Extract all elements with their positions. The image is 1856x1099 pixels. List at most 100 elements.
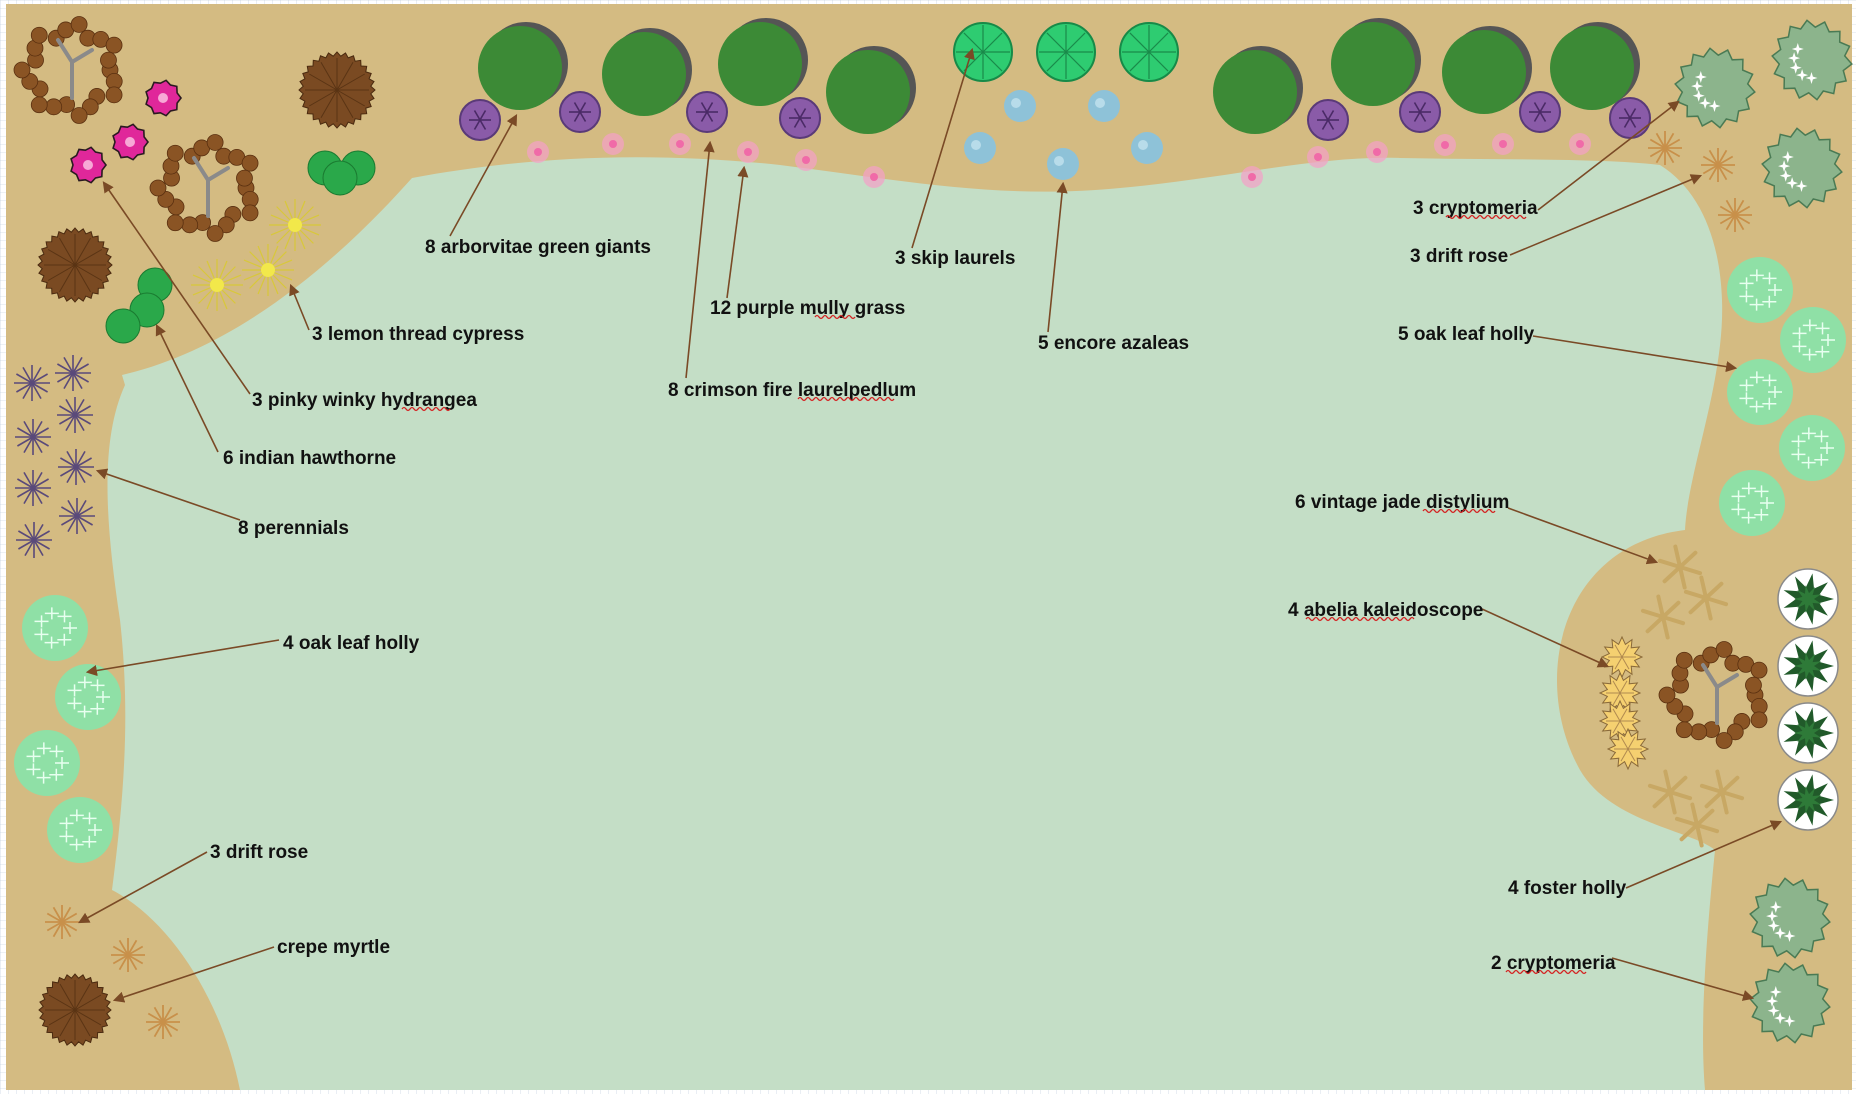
crimson-fire-plant <box>1569 133 1591 155</box>
foster-holly <box>1777 568 1839 630</box>
label-drift-rose-left: 3 drift rose <box>210 842 308 863</box>
arborvitae-tree <box>1550 22 1640 110</box>
arborvitae-tree <box>602 28 692 116</box>
perennial <box>14 365 50 401</box>
encore-azalea <box>1131 132 1163 164</box>
label-vintage-jade-distylium: 6 vintage jade distylium <box>1295 492 1509 513</box>
foster-holly <box>1777 769 1839 831</box>
drift-rose <box>1648 131 1682 165</box>
foster-holly <box>1777 635 1839 697</box>
encore-azalea <box>964 132 996 164</box>
label-lemon-thread-cypress: 3 lemon thread cypress <box>312 324 524 345</box>
deciduous-tree <box>149 134 259 242</box>
arrow-abelia <box>1481 608 1610 668</box>
perennial <box>57 397 93 433</box>
label-indian-hawthorne: 6 indian hawthorne <box>223 448 396 469</box>
label-oak-leaf-holly-right: 5 oak leaf holly <box>1398 324 1535 345</box>
crimson-fire-plant <box>1307 146 1329 168</box>
arrow-foster <box>1625 820 1783 889</box>
purple-mully-grass <box>1609 97 1651 139</box>
arborvitae-tree <box>1442 26 1532 114</box>
crimson-fire-plant <box>1434 134 1456 156</box>
label-purple-mully-grass: 12 purple mully grass <box>710 298 905 319</box>
indian-hawthorne <box>322 160 358 196</box>
vintage-jade-distylium <box>1647 769 1693 815</box>
cryptomeria <box>1674 47 1756 129</box>
purple-mully-grass <box>1519 91 1561 133</box>
lemon-thread-cypress <box>191 259 243 311</box>
drift-rose <box>1701 148 1735 182</box>
perennial <box>15 419 51 455</box>
label-arborvitae: 8 arborvitae green giants <box>425 237 651 258</box>
label-oak-leaf-holly-left: 4 oak leaf holly <box>283 633 420 654</box>
oak-leaf-holly <box>1719 470 1785 536</box>
perennial <box>59 498 95 534</box>
arrow-distylium <box>1507 507 1659 565</box>
skip-laurel <box>1036 22 1096 82</box>
arrow-oak-leaf-right <box>1532 335 1738 373</box>
oak-leaf-holly <box>1727 257 1793 323</box>
oak-leaf-holly <box>22 595 88 661</box>
arrow-cryptomeria-top <box>1537 100 1680 211</box>
arrow-mully <box>726 165 749 299</box>
label-skip-laurels: 3 skip laurels <box>895 248 1015 269</box>
deciduous-tree <box>1658 641 1768 749</box>
vintage-jade-distylium <box>1699 769 1745 815</box>
label-cryptomeria-top: 3 cryptomeria <box>1413 198 1538 219</box>
arrow-crepe <box>112 946 275 1003</box>
label-crimson-fire: 8 crimson fire laurelpedlum <box>668 380 916 401</box>
crepe-myrtle <box>38 973 112 1047</box>
cryptomeria <box>1761 127 1843 209</box>
oak-leaf-holly <box>55 664 121 730</box>
drift-rose <box>146 1005 180 1039</box>
oak-leaf-holly <box>1727 359 1793 425</box>
encore-azalea <box>1004 90 1036 122</box>
vintage-jade-distylium <box>1683 575 1729 621</box>
abelia-kaleidoscope <box>1600 635 1644 679</box>
lawn-area <box>107 157 1723 1091</box>
abelia-kaleidoscope <box>1606 727 1650 771</box>
arrow-hawthorne <box>155 323 219 453</box>
label-pinky-winky-hydrangea: 3 pinky winky hydrangea <box>252 390 477 411</box>
encore-azalea <box>1088 90 1120 122</box>
abelia-kaleidoscope <box>1598 699 1642 743</box>
arrow-encore <box>1047 181 1068 333</box>
vintage-jade-distylium <box>1657 544 1703 590</box>
crimson-fire-plant <box>1366 141 1388 163</box>
arrow-crimson <box>685 140 715 379</box>
vintage-jade-distylium <box>1674 802 1720 848</box>
drift-rose <box>1718 198 1752 232</box>
arrow-arborvitae <box>449 114 518 237</box>
foster-holly <box>1777 702 1839 764</box>
encore-azalea <box>1047 148 1079 180</box>
purple-mully-grass <box>459 99 501 141</box>
label-abelia-kaleidoscope: 4 abelia kaleidoscope <box>1288 600 1483 621</box>
perennial <box>58 449 94 485</box>
arrow-hydrangea <box>102 181 251 395</box>
arrow-perennials <box>95 468 241 521</box>
lemon-thread-cypress <box>242 244 294 296</box>
purple-mully-grass <box>686 91 728 133</box>
purple-mully-grass <box>559 91 601 133</box>
cryptomeria <box>1749 877 1831 959</box>
arborvitae-tree <box>718 18 808 106</box>
plants-layer <box>13 16 1853 1047</box>
abelia-kaleidoscope <box>1598 671 1642 715</box>
crimson-fire-plant <box>863 166 885 188</box>
crimson-fire-plant <box>1492 133 1514 155</box>
arrow-cryptomeria-bottom <box>1611 957 1755 1001</box>
oak-leaf-holly <box>14 730 80 796</box>
label-encore-azaleas: 5 encore azaleas <box>1038 333 1189 354</box>
crimson-fire-plant <box>669 133 691 155</box>
arrow-skip-laurels <box>911 47 975 249</box>
drift-rose <box>45 905 79 939</box>
skip-laurel <box>953 22 1013 82</box>
vintage-jade-distylium <box>1640 594 1686 640</box>
label-perennials: 8 perennials <box>238 518 349 539</box>
crepe-myrtle <box>298 51 376 129</box>
crimson-fire-plant <box>527 141 549 163</box>
purple-mully-grass <box>1307 99 1349 141</box>
arborvitae-tree <box>1213 46 1303 134</box>
crepe-myrtle <box>37 227 113 303</box>
arborvitae-tree <box>1331 18 1421 106</box>
